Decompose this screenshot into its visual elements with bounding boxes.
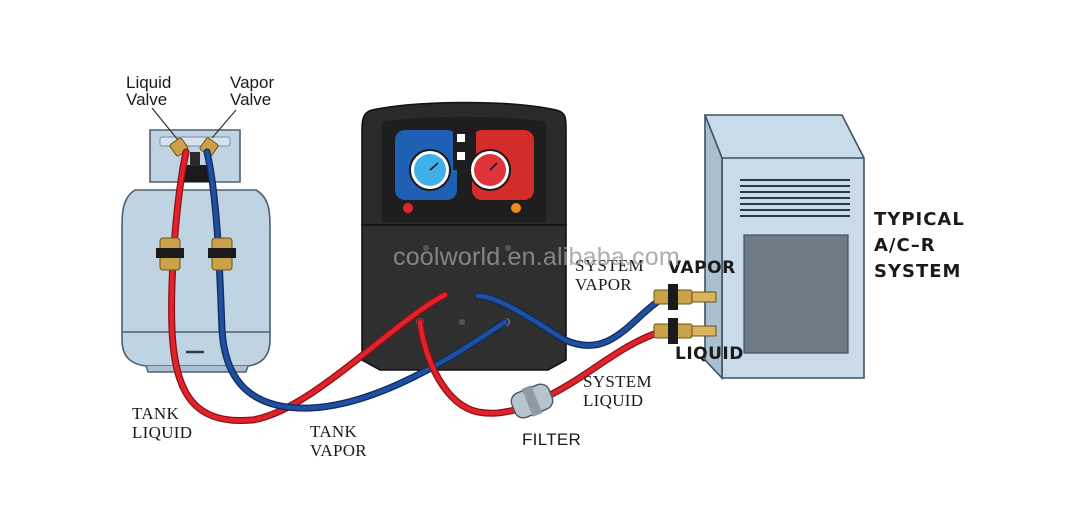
- system-vapor-label-line1: SYSTEM: [575, 256, 644, 275]
- system-vapor-label-line2: VAPOR: [575, 275, 632, 294]
- tank-liquid-label-line2: LIQUID: [132, 423, 193, 442]
- recovery-machine-icon: [361, 101, 567, 371]
- system-title: TYPICAL A/C–R SYSTEM: [874, 207, 965, 285]
- tank-vapor-label-line1: TANK: [310, 422, 358, 441]
- tank-liquid-label: TANK LIQUID: [132, 404, 192, 442]
- system-title-line3: SYSTEM: [874, 261, 962, 282]
- system-liquid-label-line2: LIQUID: [583, 391, 644, 410]
- watermark-text: coolworld.en.alibaba.com: [393, 243, 680, 271]
- tank-vapor-label: TANK VAPOR: [310, 422, 367, 460]
- vapor-valve-label-line1: Vapor: [230, 73, 275, 92]
- system-liquid-label: SYSTEM LIQUID: [583, 372, 652, 410]
- refrigerant-tank-icon: [121, 129, 271, 373]
- tank-vapor-hose-valve-icon: [208, 237, 236, 271]
- system-liquid-label-line1: SYSTEM: [583, 372, 652, 391]
- liquid-valve-label-line2: Valve: [126, 90, 168, 109]
- filter-label: FILTER: [522, 430, 582, 449]
- liquid-valve-label-line1: Liquid: [126, 73, 172, 92]
- tank-liquid-hose-valve-icon: [156, 237, 184, 271]
- ac-unit-icon: [703, 114, 865, 381]
- ac-vapor-service-valve-icon: [653, 284, 717, 310]
- liquid-port-label: LIQUID: [675, 344, 744, 364]
- vapor-valve-label: Vapor Valve: [230, 74, 274, 108]
- system-title-line1: TYPICAL: [874, 209, 965, 230]
- vapor-valve-pointer: [211, 109, 237, 139]
- system-vapor-label: SYSTEM VAPOR: [575, 256, 644, 294]
- vapor-valve-label-line2: Valve: [230, 90, 272, 109]
- tank-vapor-label-line2: VAPOR: [310, 441, 367, 460]
- filter-icon: [510, 383, 554, 419]
- system-title-line2: A/C–R: [874, 235, 936, 256]
- tank-liquid-label-line1: TANK: [132, 404, 180, 423]
- liquid-valve-pointer: [151, 107, 179, 141]
- ac-liquid-service-valve-icon: [653, 318, 717, 344]
- liquid-valve-label: Liquid Valve: [126, 74, 171, 108]
- vapor-port-label: VAPOR: [668, 258, 736, 278]
